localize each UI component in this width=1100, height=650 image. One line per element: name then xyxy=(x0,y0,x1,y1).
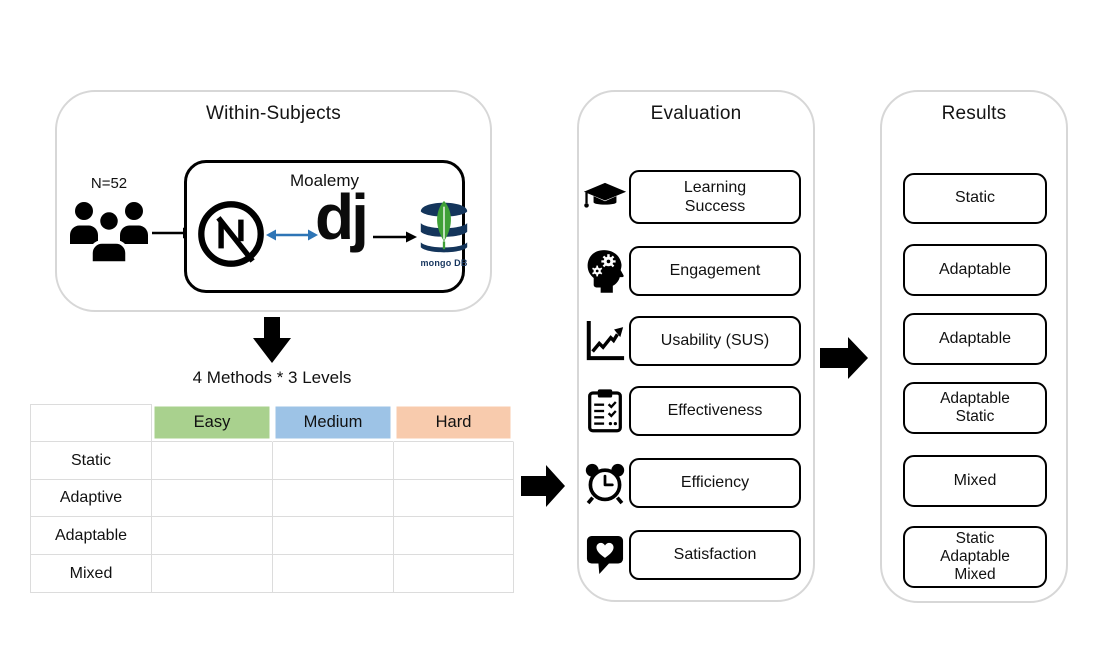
backend-to-database-arrow xyxy=(373,231,417,243)
graduation-cap-icon xyxy=(583,181,627,213)
line-chart-icon xyxy=(583,319,627,363)
column-header-medium: Medium xyxy=(273,404,394,442)
table-cell xyxy=(394,555,514,593)
table-cell xyxy=(273,480,394,517)
evaluation-box-usability: Usability (SUS) xyxy=(629,316,801,366)
result-box-adaptable-static: Adaptable Static xyxy=(903,382,1047,434)
table-cell xyxy=(152,442,273,480)
table-cell xyxy=(273,442,394,480)
evaluation-item: Usability (SUS) xyxy=(583,315,809,367)
participants-count-label: N=52 xyxy=(90,175,128,192)
evaluation-panel: Evaluation Learning Success xyxy=(577,90,815,602)
feedback-heart-icon xyxy=(583,534,627,576)
frontend-backend-double-arrow xyxy=(266,229,318,241)
within-subjects-panel: Within-Subjects N=52 Moalemy xyxy=(55,90,492,312)
column-header-hard: Hard xyxy=(394,404,514,442)
column-header-easy: Easy xyxy=(152,404,273,442)
moalemy-system-box: Moalemy dj xyxy=(184,160,467,293)
evaluation-box-satisfaction: Satisfaction xyxy=(629,530,801,580)
mongodb-logo: mongo DB xyxy=(415,197,473,268)
table-cell xyxy=(394,480,514,517)
alarm-clock-icon xyxy=(583,460,627,506)
result-box-static: Static xyxy=(903,173,1047,224)
down-block-arrow xyxy=(253,317,291,363)
row-header-adaptive: Adaptive xyxy=(30,480,152,517)
result-box-adaptable-1: Adaptable xyxy=(903,244,1047,296)
result-box-mixed: Mixed xyxy=(903,455,1047,507)
table-cell xyxy=(273,517,394,555)
moalemy-title: Moalemy xyxy=(290,171,359,190)
clipboard-checklist-icon xyxy=(583,387,627,435)
results-title: Results xyxy=(941,103,1007,124)
evaluation-item: Satisfaction xyxy=(583,529,809,581)
evaluation-item: Effectiveness xyxy=(583,385,809,437)
evaluation-box-learning-success: Learning Success xyxy=(629,170,801,224)
result-box-adaptable-2: Adaptable xyxy=(903,313,1047,365)
table-cell xyxy=(273,555,394,593)
row-header-static: Static xyxy=(30,442,152,480)
nextjs-logo xyxy=(198,201,264,267)
results-panel: Results Static Adaptable Adaptable Adapt… xyxy=(880,90,1068,603)
evaluation-box-efficiency: Efficiency xyxy=(629,458,801,508)
table-cell xyxy=(152,555,273,593)
head-gears-icon xyxy=(583,247,627,295)
table-cell xyxy=(152,517,273,555)
result-box-static-adaptable-mixed: Static Adaptable Mixed xyxy=(903,526,1047,588)
table-to-evaluation-arrow xyxy=(521,465,565,507)
people-group-icon xyxy=(70,202,148,264)
table-corner-cell xyxy=(30,404,152,442)
evaluation-box-effectiveness: Effectiveness xyxy=(629,386,801,436)
mongodb-label: mongo DB xyxy=(420,258,468,268)
table-cell xyxy=(152,480,273,517)
design-caption: 4 Methods * 3 Levels xyxy=(192,368,352,387)
evaluation-box-engagement: Engagement xyxy=(629,246,801,296)
evaluation-item: Learning Success xyxy=(583,170,809,224)
within-subjects-title: Within-Subjects xyxy=(206,103,341,124)
design-table: Easy Medium Hard Static Adaptive Adaptab… xyxy=(30,404,514,593)
table-cell xyxy=(394,442,514,480)
row-header-mixed: Mixed xyxy=(30,555,152,593)
evaluation-title: Evaluation xyxy=(650,103,742,124)
evaluation-to-results-arrow xyxy=(820,337,868,379)
row-header-adaptable: Adaptable xyxy=(30,517,152,555)
evaluation-item: Engagement xyxy=(583,245,809,297)
evaluation-item: Efficiency xyxy=(583,457,809,509)
django-logo: dj xyxy=(315,181,369,253)
table-cell xyxy=(394,517,514,555)
